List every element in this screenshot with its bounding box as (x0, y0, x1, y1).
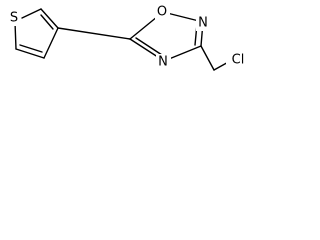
bond-c4-c5-inner (19, 44, 43, 53)
bond-thiophene-oxadiazole (57, 27, 131, 40)
sulfur-atom-label: S (10, 11, 18, 26)
bond-c3-c4 (43, 27, 59, 59)
nitrogen-atom-label-bottom: N (158, 55, 168, 70)
bond-c5-s (14, 21, 17, 50)
chlorine-atom-label: Cl (232, 53, 245, 68)
thiophene-ring (14, 8, 59, 59)
nitrogen-atom-label-top: N (198, 16, 208, 31)
bond-c2-c3 (40, 8, 59, 29)
molecule-structure: S O N N Cl (7, 4, 250, 71)
bond-c4-c5 (15, 48, 45, 59)
bond-c2-c3-inner (40, 14, 54, 30)
bond-n4-c5-inner (135, 37, 163, 56)
oxygen-atom-label: O (157, 5, 167, 20)
bond-c3-ch2 (200, 45, 215, 71)
bond-s-c2 (21, 8, 42, 19)
